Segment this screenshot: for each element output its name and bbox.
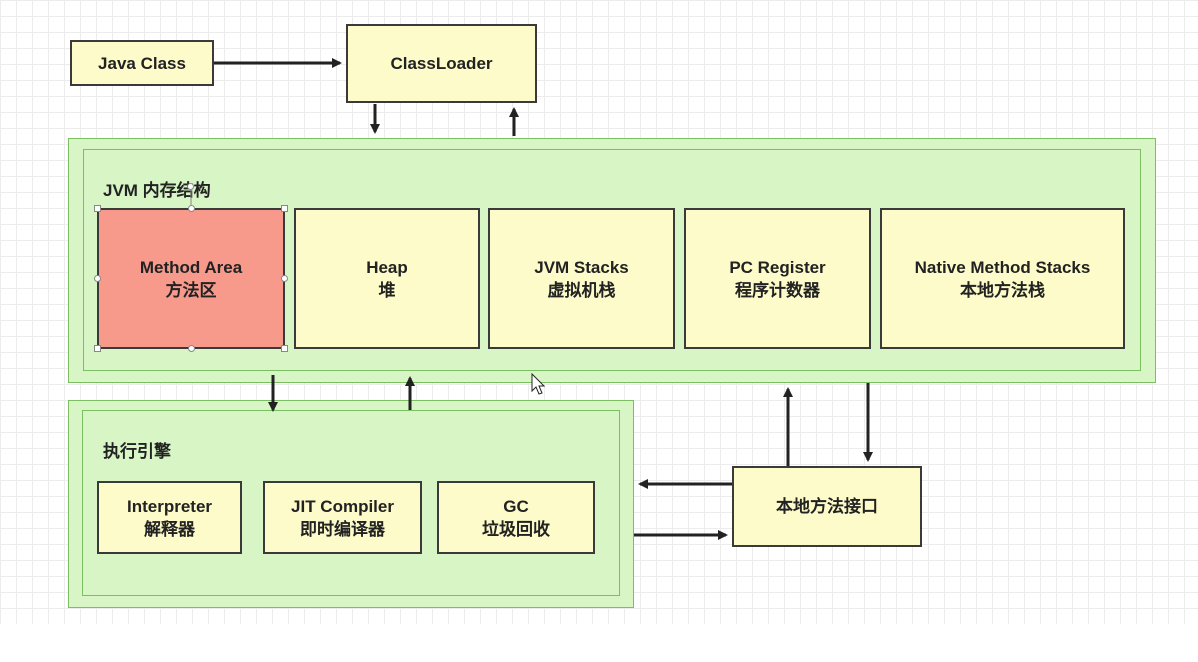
execution-engine-label: 执行引擎 [103,442,171,461]
execution-engine-inner-frame [82,410,620,596]
jvm-stacks-zh: 虚拟机栈 [547,280,616,300]
heap-box[interactable]: Heap 堆 [294,208,480,349]
gc-en: GC [503,496,529,516]
java-class-box[interactable]: Java Class [70,40,214,86]
resize-handle-top-right[interactable] [281,205,288,212]
interpreter-zh: 解释器 [144,519,195,539]
native-method-stacks-en: Native Method Stacks [914,257,1091,277]
resize-handle-bottom[interactable] [188,345,195,352]
pc-register-zh: 程序计数器 [735,280,820,300]
method-area-en: Method Area [139,257,243,277]
heap-en: Heap [366,257,408,277]
interpreter-en: Interpreter [126,496,213,516]
resize-handle-bottom-left[interactable] [94,345,101,352]
resize-handle-top[interactable] [188,205,195,212]
rotate-handle[interactable] [187,183,194,190]
resize-handle-top-left[interactable] [94,205,101,212]
resize-handle-bottom-right[interactable] [281,345,288,352]
jit-compiler-en: JIT Compiler [291,496,394,516]
method-area-zh: 方法区 [165,280,217,300]
jit-compiler-zh: 即时编译器 [300,519,385,539]
jvm-memory-inner-frame [83,149,1141,371]
jit-compiler-box[interactable]: JIT Compiler 即时编译器 [263,481,422,554]
jvm-stacks-en: JVM Stacks [534,257,629,277]
native-method-stacks-box[interactable]: Native Method Stacks 本地方法栈 [880,208,1125,349]
heap-zh: 堆 [378,280,396,300]
java-class-label: Java Class [98,53,186,73]
pc-register-box[interactable]: PC Register 程序计数器 [684,208,871,349]
canvas-bottom-strip [0,624,1198,662]
resize-handle-right[interactable] [281,275,288,282]
classloader-box[interactable]: ClassLoader [346,24,537,103]
native-method-stacks-zh: 本地方法栈 [960,280,1045,300]
resize-handle-left[interactable] [94,275,101,282]
interpreter-box[interactable]: Interpreter 解释器 [97,481,242,554]
native-method-interface-box[interactable]: 本地方法接口 [732,466,922,547]
jvm-memory-label: JVM 内存结构 [103,181,211,200]
gc-zh: 垃圾回收 [482,519,550,539]
classloader-label: ClassLoader [390,54,493,73]
native-method-interface-label: 本地方法接口 [776,497,878,516]
pc-register-en: PC Register [729,257,826,277]
gc-box[interactable]: GC 垃圾回收 [437,481,595,554]
jvm-stacks-box[interactable]: JVM Stacks 虚拟机栈 [488,208,675,349]
mouse-cursor-icon [531,373,546,395]
